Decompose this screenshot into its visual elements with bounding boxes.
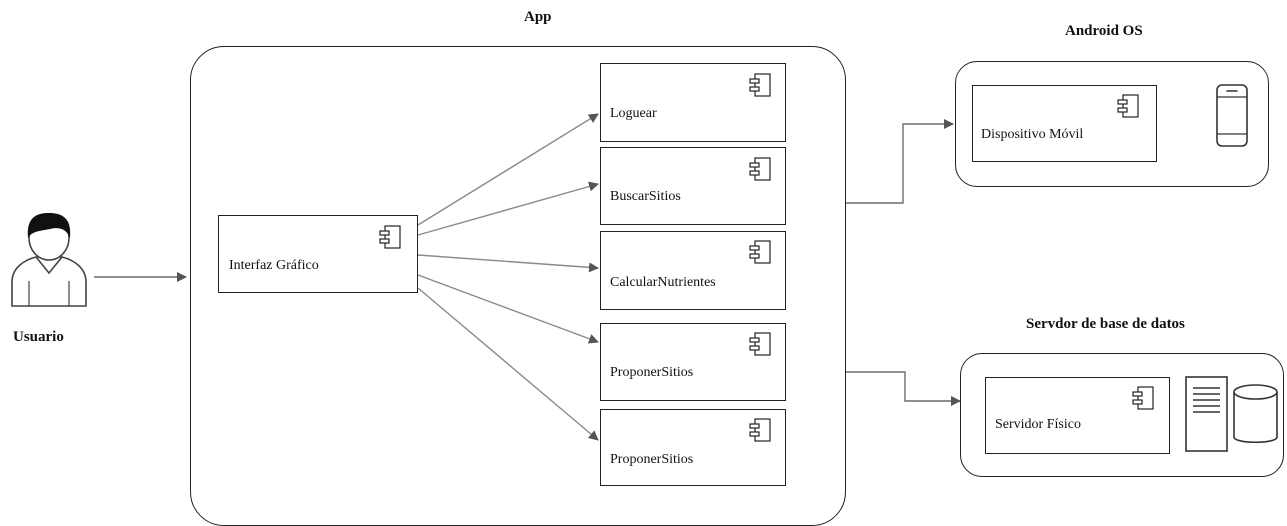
- diagram-canvas: [11, 84, 1278, 452]
- connector-app-android: [846, 119, 954, 204]
- component-buscarsitios[interactable]: BuscarSitios: [600, 147, 786, 225]
- component-icon: [379, 225, 401, 249]
- component-label: BuscarSitios: [610, 189, 681, 204]
- component-label: CalcularNutrientes: [610, 275, 716, 290]
- component-icon: [1117, 94, 1139, 118]
- component-label: Loguear: [610, 106, 657, 121]
- connector-gui-loguear: [417, 113, 599, 226]
- component-icon: [749, 240, 771, 264]
- component-icon: [749, 418, 771, 442]
- connector-app-server: [846, 371, 961, 406]
- component-label: ProponerSitios: [610, 452, 694, 467]
- gui-label: Interfaz Gráfico: [229, 258, 319, 273]
- connector-gui-buscarsitios: [417, 181, 599, 236]
- actor-label: Usuario: [13, 329, 64, 345]
- server-component[interactable]: Servidor Físico: [985, 377, 1170, 454]
- smartphone-icon: [1216, 84, 1248, 147]
- android-container: [955, 61, 1269, 187]
- component-proponersitios-2[interactable]: ProponerSitios: [600, 409, 786, 486]
- device-component[interactable]: Dispositivo Móvil: [972, 85, 1157, 162]
- component-proponersitios-1[interactable]: ProponerSitios: [600, 323, 786, 401]
- device-label: Dispositivo Móvil: [981, 127, 1084, 142]
- gui-component[interactable]: Interfaz Gráfico: [218, 215, 418, 293]
- android-title: Android OS: [1065, 23, 1143, 39]
- server-label: Servidor Físico: [995, 417, 1081, 432]
- component-label: ProponerSitios: [610, 365, 694, 380]
- component-icon: [1132, 386, 1154, 410]
- component-icon: [749, 157, 771, 181]
- component-loguear[interactable]: Loguear: [600, 63, 786, 142]
- server-rack-icon: [1185, 376, 1228, 452]
- connector-gui-proponersitios-1: [417, 274, 599, 344]
- server-title: Servdor de base de datos: [1026, 316, 1185, 332]
- person-icon: [11, 213, 87, 307]
- database-cylinder-icon: [1233, 384, 1278, 444]
- component-icon: [749, 332, 771, 356]
- component-icon: [749, 73, 771, 97]
- server-container: [960, 353, 1284, 477]
- connector-gui-calcularnutrientes: [417, 254, 599, 273]
- connector-gui-proponersitios-2: [417, 287, 599, 441]
- app-title: App: [524, 9, 552, 25]
- component-calcularnutrientes[interactable]: CalcularNutrientes: [600, 231, 786, 310]
